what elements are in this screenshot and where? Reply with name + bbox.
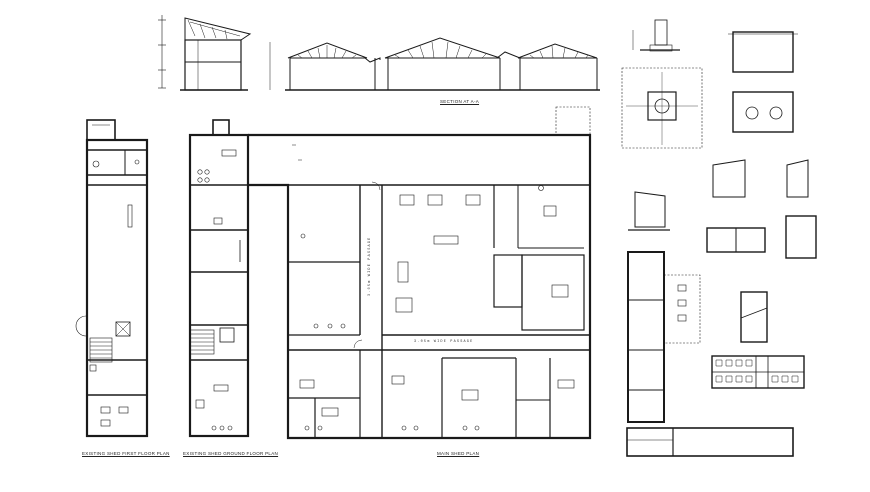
small-section-elevation <box>158 15 252 91</box>
main-shed-plan-title: MAIN SHED PLAN <box>437 451 480 456</box>
first-floor-plan-title: EXISTING SHED FIRST FLOOR PLAN <box>82 451 170 456</box>
horizontal-passage-label: 3.05m WIDE PASSAGE <box>414 340 474 344</box>
details-and-small-plans <box>621 19 817 457</box>
first-floor-plan <box>75 119 149 438</box>
ground-floor-plan <box>188 119 250 438</box>
vertical-passage-label: 3.05m WIDE PASSAGE <box>368 236 372 296</box>
main-shed-plan <box>248 106 592 440</box>
ground-floor-plan-title: EXISTING SHED GROUND FLOOR PLAN <box>183 451 279 456</box>
section-title: SECTION AT A-A <box>440 99 480 104</box>
long-section-elevation <box>269 37 600 91</box>
